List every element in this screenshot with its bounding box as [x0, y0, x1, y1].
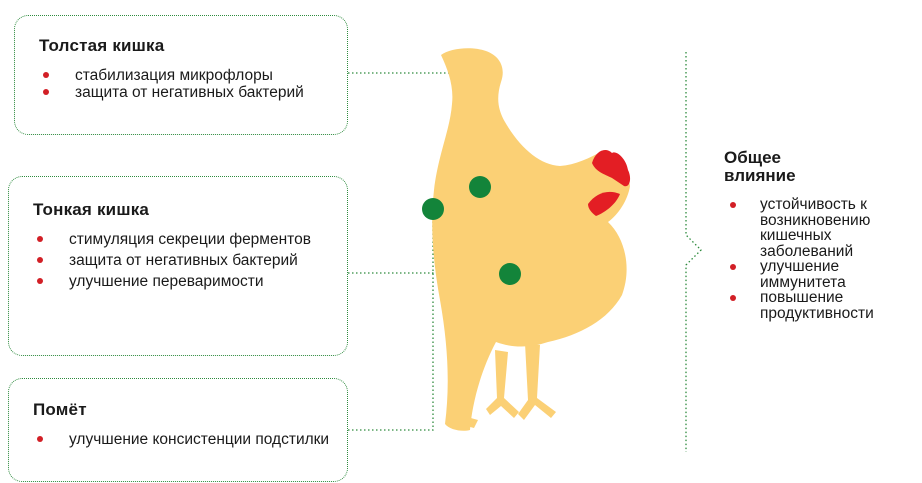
- litter-box: Помёт улучшение консистенции подстилки: [8, 378, 348, 482]
- small-intestine-list: стимуляция секреции ферментов защита от …: [35, 231, 337, 294]
- list-item: улучшение иммунитета: [724, 259, 922, 290]
- large-intestine-list: стабилизация микрофлоры защита от негати…: [41, 67, 337, 101]
- list-item: стимуляция секреции ферментов: [35, 231, 337, 248]
- marker-small-intestine: [499, 263, 521, 285]
- overall-effect-title: Общее влияние: [724, 149, 824, 185]
- overall-effect-list: устойчивость к возникновению кишечных за…: [724, 197, 922, 321]
- list-item: стабилизация микрофлоры: [41, 67, 337, 84]
- connector-litter: [348, 213, 433, 430]
- list-item: улучшение консистенции подстилки: [35, 431, 337, 448]
- marker-large-intestine: [469, 176, 491, 198]
- list-item: улучшение переваримости: [35, 273, 337, 290]
- list-item: повышение продуктивности: [724, 290, 922, 321]
- large-intestine-box: Толстая кишка стабилизация микрофлоры за…: [14, 15, 348, 135]
- chicken-silhouette-icon: [432, 48, 630, 431]
- overall-bracket: [686, 52, 701, 452]
- marker-litter: [422, 198, 444, 220]
- small-intestine-box: Тонкая кишка стимуляция секреции фермент…: [8, 176, 348, 356]
- list-item: защита от негативных бактерий: [41, 84, 337, 101]
- large-intestine-title: Толстая кишка: [39, 36, 164, 56]
- overall-effect-section: Общее влияние устойчивость к возникновен…: [724, 149, 922, 321]
- litter-title: Помёт: [33, 400, 87, 420]
- list-item: устойчивость к возникновению кишечных за…: [724, 197, 922, 259]
- small-intestine-title: Тонкая кишка: [33, 200, 149, 220]
- litter-list: улучшение консистенции подстилки: [35, 431, 337, 448]
- list-item: защита от негативных бактерий: [35, 252, 337, 269]
